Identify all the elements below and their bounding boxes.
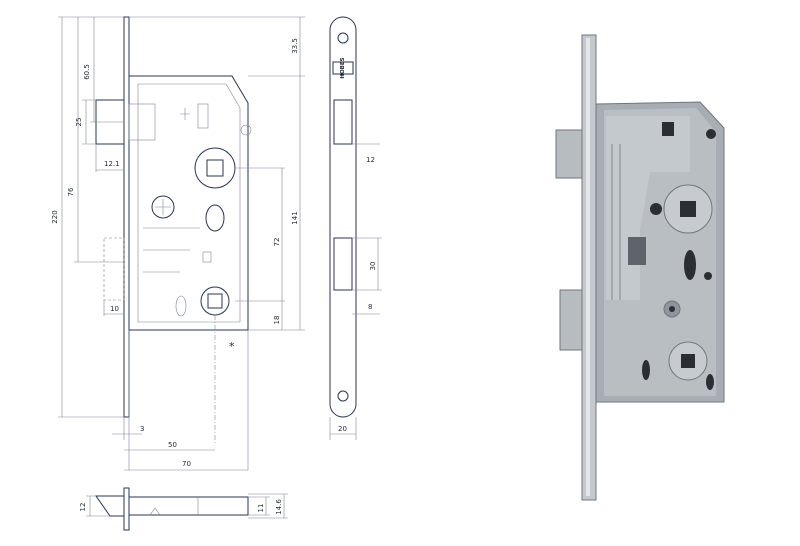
dim-70: 70 [182, 460, 191, 468]
side-view-dimensions: 220 76 60.5 25 12.1 10 33.5 141 72 18 3 [51, 16, 305, 471]
lock-side-view [95, 16, 252, 418]
dim-18: 18 [273, 316, 281, 325]
latch-bottom [95, 495, 125, 517]
screw [151, 195, 175, 219]
note-asterisk: * [229, 340, 235, 353]
dim-10: 10 [110, 305, 119, 313]
dim-12-front: 12 [366, 156, 375, 164]
dim-141: 141 [291, 211, 299, 224]
dim-72: 72 [273, 238, 281, 247]
dim-30: 30 [369, 262, 377, 271]
photo-deadbolt [559, 289, 583, 351]
dim-8: 8 [368, 303, 372, 311]
faceplate-front-view: HOBES 12 30 8 20 [329, 16, 382, 440]
photo-latch [555, 129, 583, 179]
dim-33-5: 33.5 [291, 38, 299, 54]
deadbolt-opening [333, 237, 353, 291]
dim-12-bottom: 12 [79, 503, 87, 512]
lock-body-outline [129, 75, 249, 331]
lock-product-photo [555, 34, 725, 501]
lock-bottom-view: 12 11 14.6 [79, 487, 288, 531]
brand-plate: HOBES [340, 57, 346, 78]
body-bottom [128, 496, 249, 516]
faceplate-front [329, 16, 357, 418]
deadbolt-outline [103, 237, 125, 301]
bottom-screw-hole [337, 390, 349, 402]
dim-220: 220 [51, 210, 59, 223]
dim-25: 25 [75, 118, 83, 127]
dim-20: 20 [338, 425, 347, 433]
dim-12-1: 12.1 [104, 160, 120, 168]
dim-60-5: 60.5 [83, 64, 91, 80]
dim-50: 50 [168, 441, 177, 449]
handle-follower [194, 147, 236, 189]
dim-14-6: 14.6 [275, 499, 283, 515]
dim-76: 76 [67, 187, 75, 196]
top-screw-hole [337, 32, 349, 44]
dim-11: 11 [257, 504, 265, 513]
latch-opening [333, 99, 353, 145]
faceplate [123, 16, 130, 418]
key-hole-rosette [200, 286, 230, 316]
dim-3: 3 [140, 425, 144, 433]
